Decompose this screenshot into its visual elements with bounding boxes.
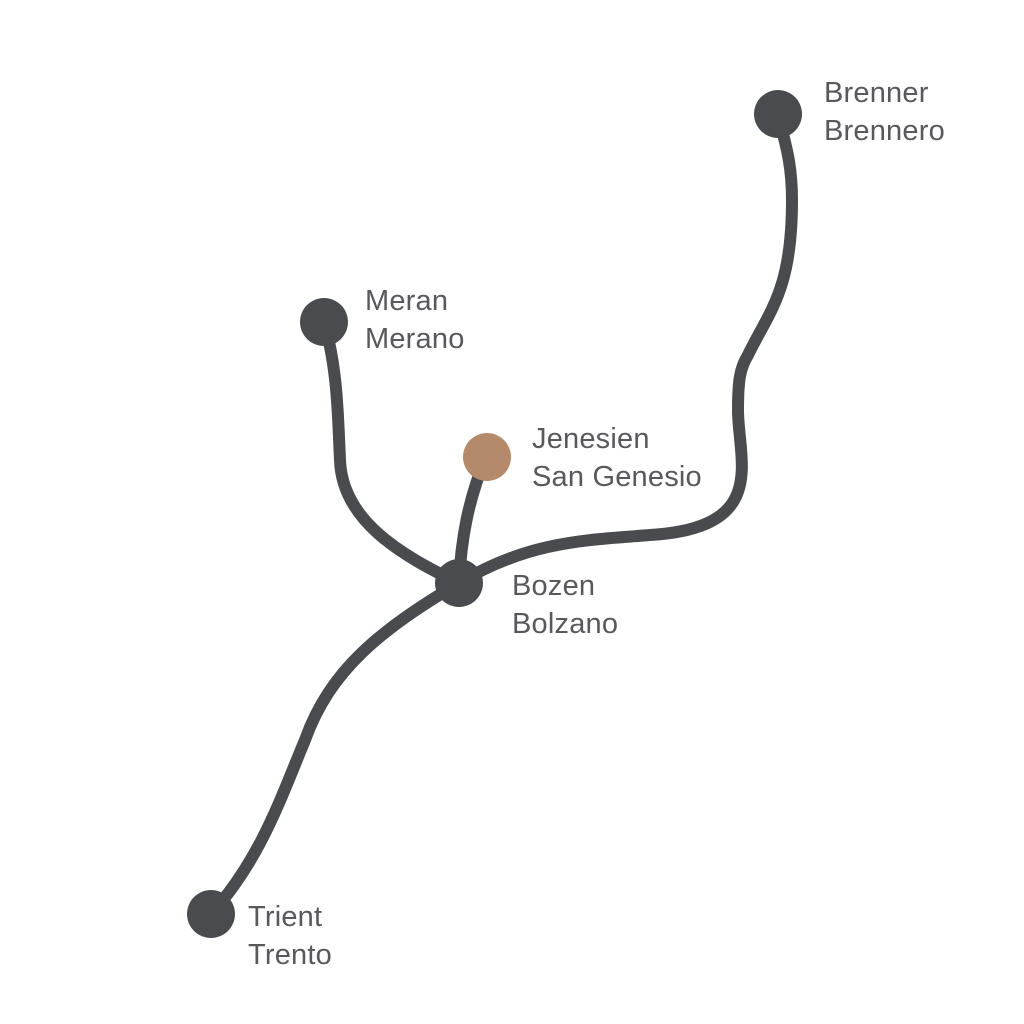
label-brenner: Brenner Brennero (824, 74, 945, 150)
label-meran: Meran Merano (365, 282, 465, 358)
label-bozen-it: Bolzano (512, 608, 619, 640)
route-bozen-brenner (453, 108, 798, 589)
route-bozen-meran (318, 316, 465, 589)
route-bozen-trient (205, 577, 465, 920)
label-trient-de: Trient (248, 901, 323, 933)
node-jenesien[interactable] (463, 433, 511, 481)
label-meran-de: Meran (365, 285, 449, 317)
node-brenner[interactable] (754, 90, 802, 138)
label-bozen: Bozen Bolzano (512, 567, 618, 643)
label-bozen-de: Bozen (512, 570, 596, 602)
label-meran-it: Merano (365, 323, 465, 355)
label-jenesien: Jenesien San Genesio (532, 420, 702, 496)
label-trient: Trient Trento (248, 898, 332, 974)
label-jenesien-de: Jenesien (532, 423, 650, 455)
node-bozen[interactable] (435, 559, 483, 607)
node-meran[interactable] (300, 298, 348, 346)
label-jenesien-it: San Genesio (532, 461, 702, 493)
label-trient-it: Trento (248, 939, 332, 971)
label-brenner-de: Brenner (824, 77, 929, 109)
node-trient[interactable] (187, 890, 235, 938)
label-brenner-it: Brennero (824, 115, 945, 147)
